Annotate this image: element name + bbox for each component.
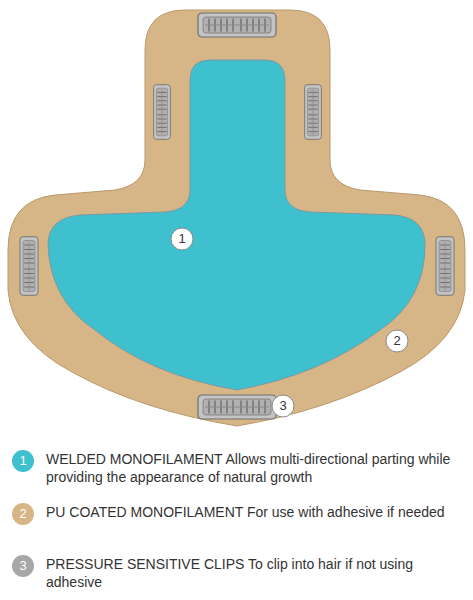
callout-number: 1 [171,228,193,250]
legend-row: 2PU COATED MONOFILAMENT For use with adh… [12,503,464,521]
callout-number: 2 [12,503,34,525]
callout-number: 3 [272,395,294,417]
welded-monofilament [48,60,425,390]
legend-text: WELDED MONOFILAMENT Allows multi-directi… [46,450,464,486]
legend-row: 3 PRESSURE SENSITIVE CLIPS To clip into h… [12,555,464,591]
callout-number: 1 [12,450,34,472]
legend-text: PRESSURE SENSITIVE CLIPS To clip into ha… [46,555,464,591]
callout-number: 3 [12,555,34,577]
callout-number: 2 [386,330,408,352]
legend-row: 1 WELDED MONOFILAMENT Allows multi-direct… [12,450,464,486]
pu-coated-base [8,10,465,426]
legend-swatch: 3 [12,555,34,577]
pressure-clips [20,13,454,419]
legend-text: PU COATED MONOFILAMENT For use with adhe… [46,503,464,521]
legend-swatch: 2 [12,503,34,525]
callout-circles [171,228,408,417]
legend-swatch: 1 [12,450,34,472]
